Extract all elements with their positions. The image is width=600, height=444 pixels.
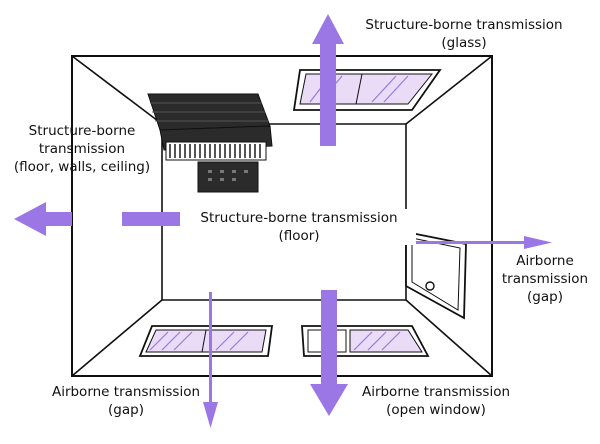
grand-piano-icon [147, 93, 273, 193]
floor-transmission-bar [122, 212, 180, 226]
room-corner-bottom-left [71, 299, 163, 377]
label-structure-borne-floor: Structure-borne transmission (floor) [182, 209, 416, 245]
arrow-gap-right [396, 236, 552, 249]
door-knob-icon [425, 281, 435, 291]
floor-window-left [138, 325, 274, 357]
arrow-gap-down [203, 292, 218, 428]
ceiling-window [292, 69, 442, 111]
label-structure-borne-floor-walls-ceiling: Structure-borne transmission (floor, wal… [13, 123, 151, 175]
room-corner-top-left [71, 55, 163, 125]
label-structure-borne-glass: Structure-borne transmission (glass) [365, 17, 563, 51]
label-airborne-gap-right: Airborne transmission (gap) [501, 253, 589, 305]
transmission-arrows [14, 14, 552, 428]
arrow-glass-up [312, 14, 344, 146]
label-airborne-gap-bottom: Airborne transmission (gap) [51, 384, 201, 418]
label-airborne-open-window: Airborne transmission (open window) [361, 384, 511, 418]
arrow-walls-left [14, 202, 72, 236]
door [405, 230, 467, 320]
arrow-open-window-down [310, 290, 348, 416]
floor-window-right [301, 325, 430, 357]
room-corner-top-right [405, 55, 493, 125]
room-corner-bottom-right [405, 299, 493, 377]
